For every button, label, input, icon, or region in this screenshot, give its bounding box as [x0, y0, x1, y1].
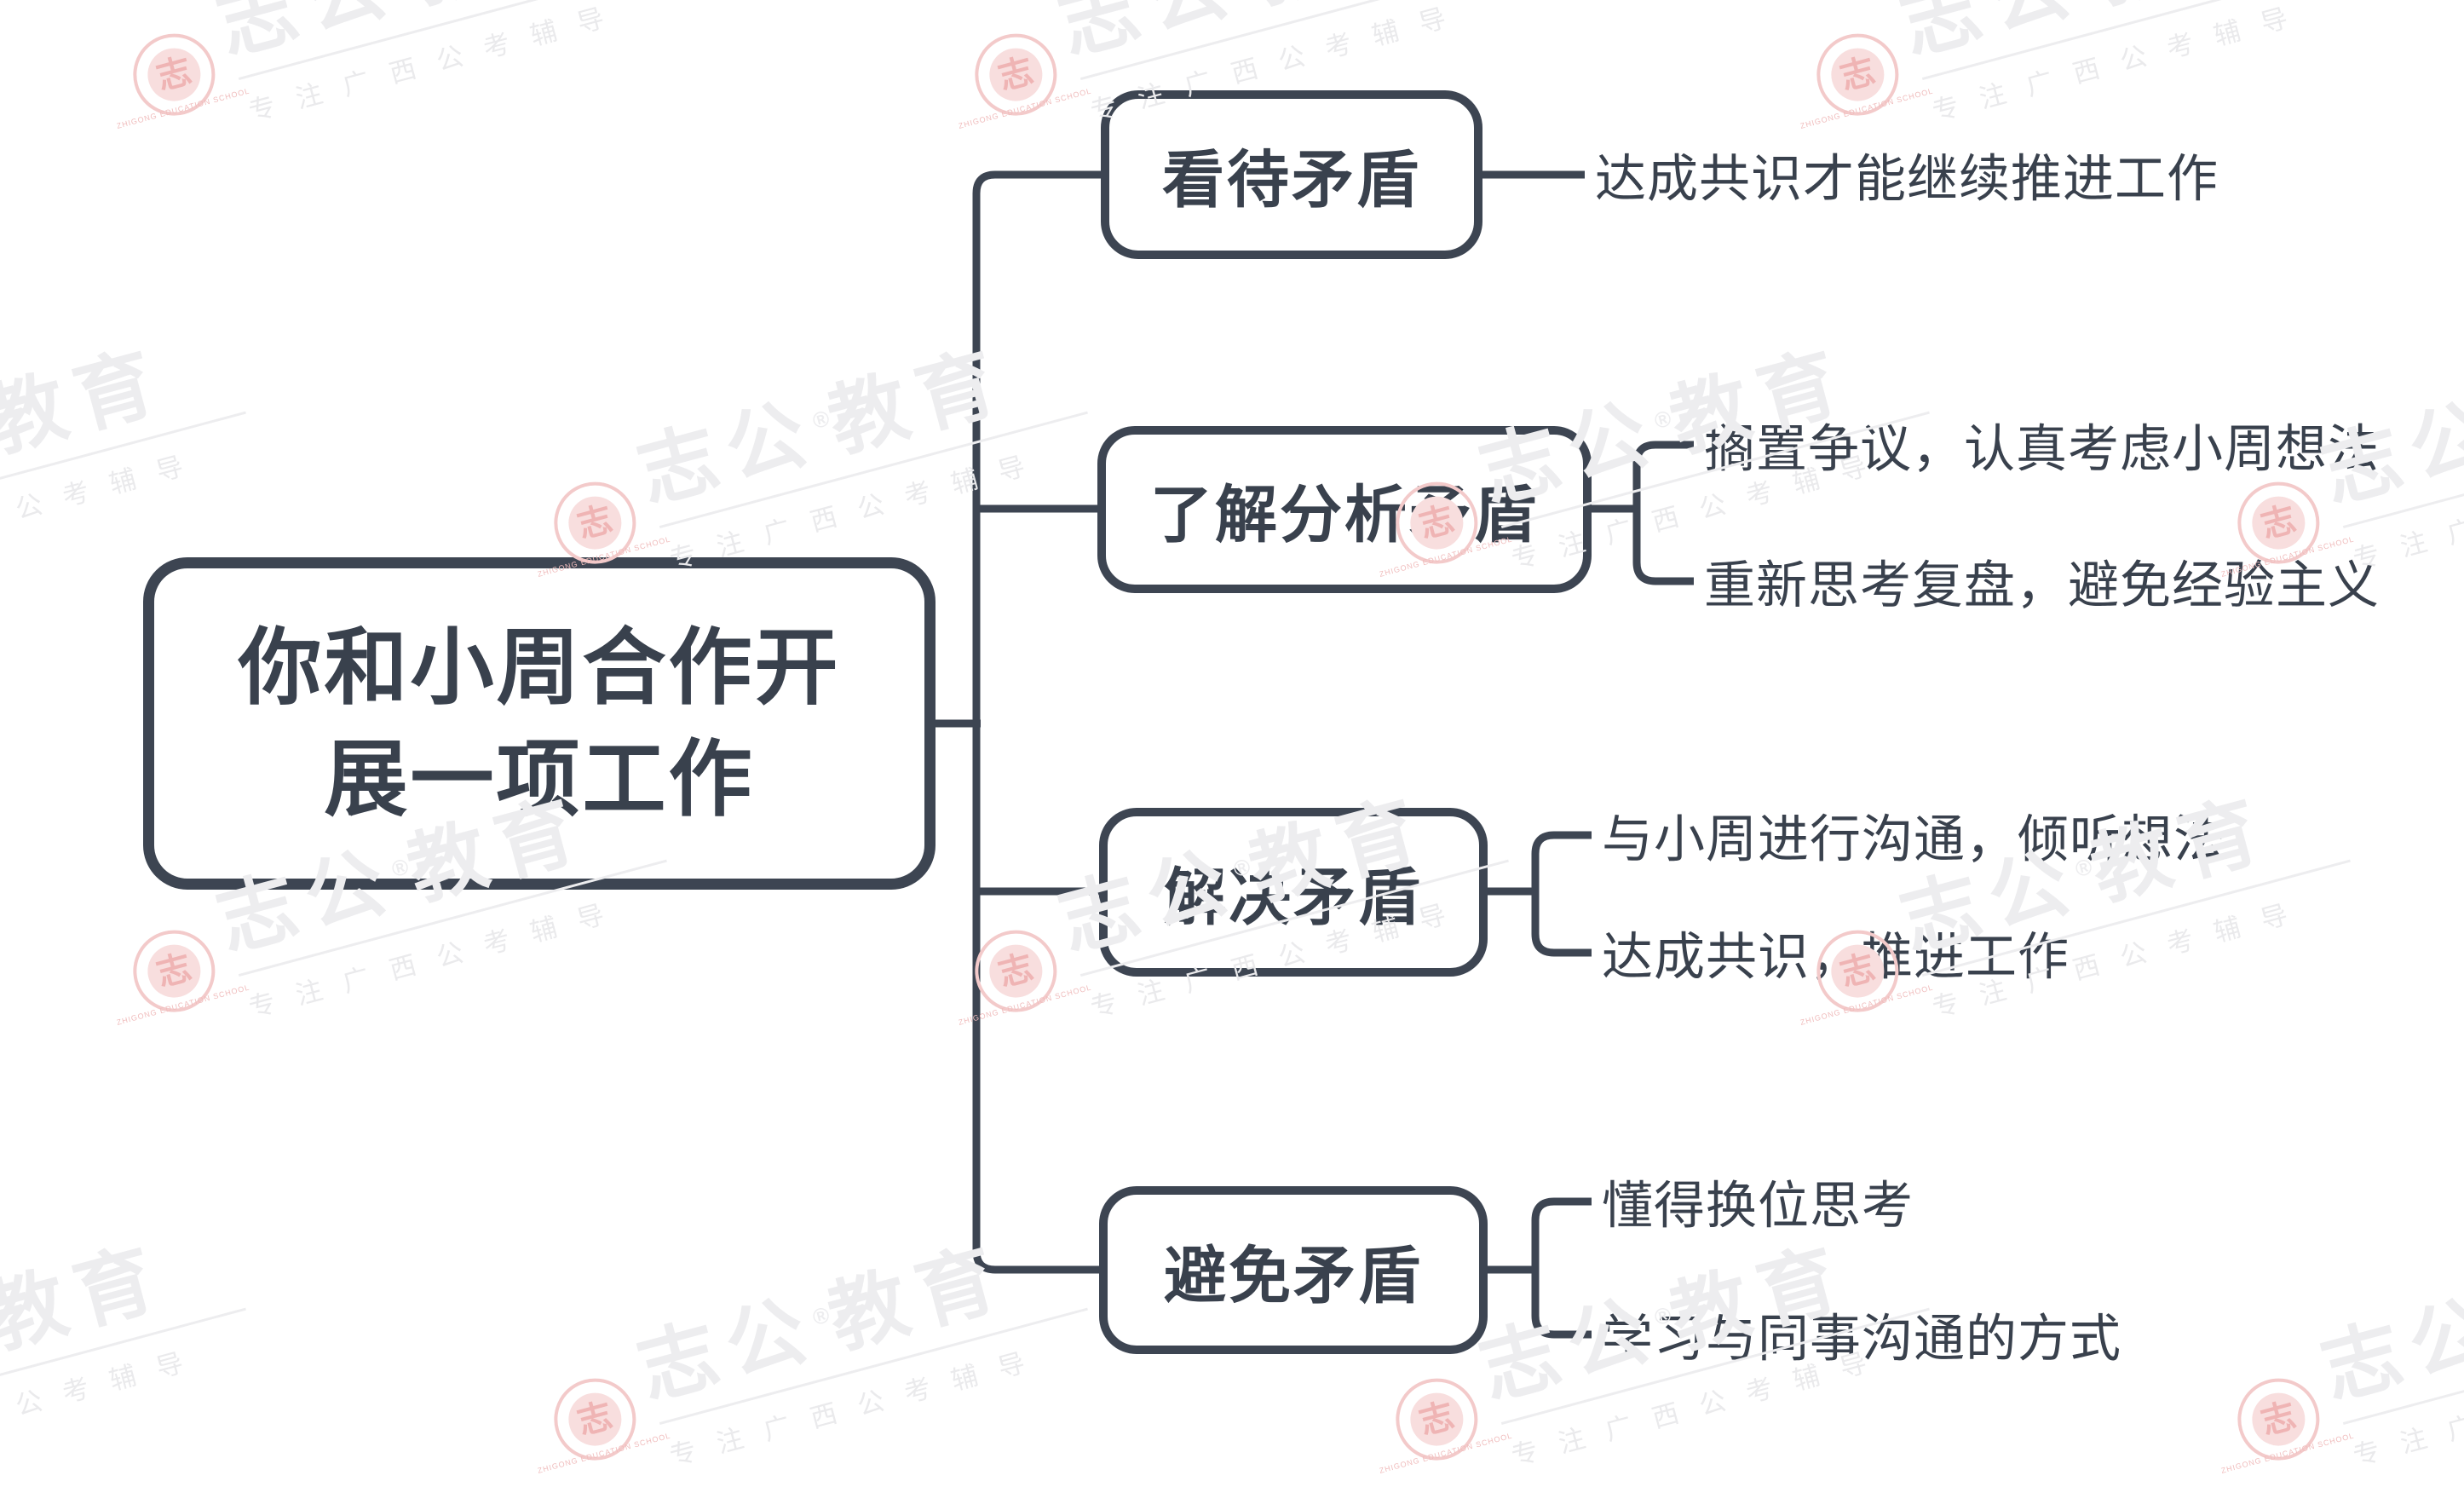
root-node: 你和小周合作开 展一项工作	[143, 557, 936, 890]
leaf-text: 重新思考复盘，避免经验主义	[1704, 556, 2380, 614]
branch-node-jiejue-maodun: 解决矛盾	[1099, 808, 1488, 977]
leaf-text: 搁置争议，认真考虑小周想法	[1704, 420, 2380, 478]
connector-branch4-children	[1488, 1197, 1592, 1339]
leaf-text: 达成共识才能继续推进工作	[1595, 150, 2219, 208]
leaf-text: 学习与同事沟通的方式	[1602, 1310, 2121, 1368]
branch-node-kandai-maodun: 看待矛盾	[1101, 90, 1482, 259]
leaf-text: 懂得换位思考	[1602, 1177, 1914, 1235]
leaf-text: 达成共识，推进工作	[1602, 928, 2070, 986]
leaf-text: 与小周进行沟通，倾听想法	[1602, 810, 2225, 868]
connector-branch3-children	[1488, 831, 1592, 957]
branch-node-liaojie-fenxi-maodun: 了解分析矛盾	[1097, 426, 1592, 593]
connector-branch2-children	[1592, 441, 1694, 585]
connector-trunk	[972, 170, 1101, 1274]
branch-node-bimian-maodun: 避免矛盾	[1099, 1186, 1488, 1354]
